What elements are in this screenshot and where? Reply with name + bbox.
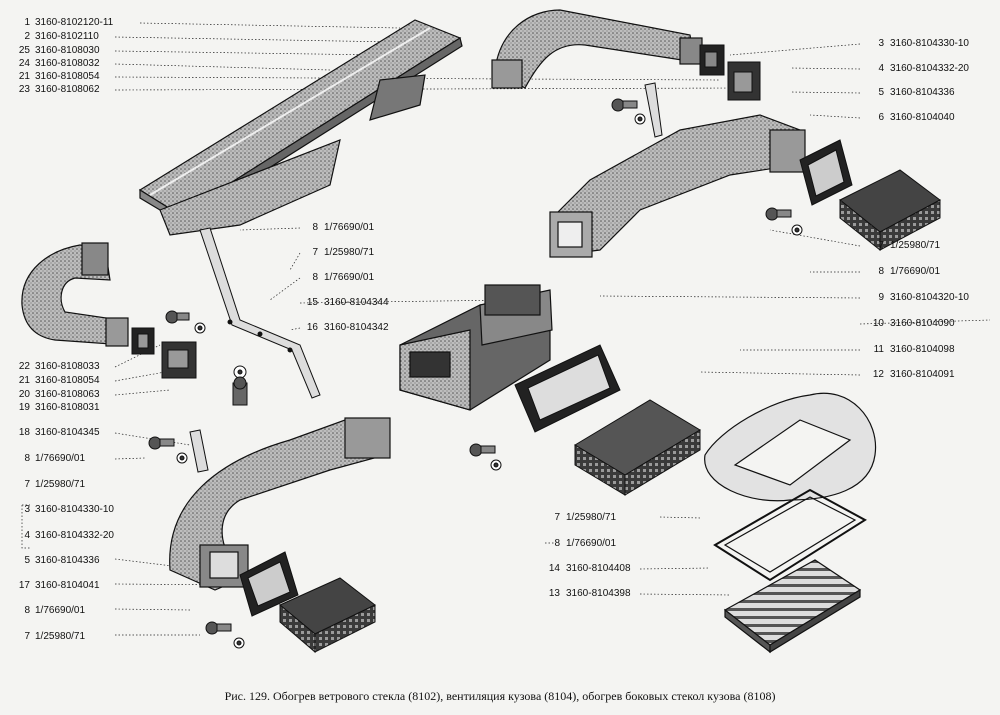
seal-21-left	[131, 327, 155, 355]
bracket-18	[189, 429, 209, 473]
screw-right-top	[611, 98, 646, 125]
screw-center-low	[469, 443, 502, 471]
center-air-box-9	[399, 284, 553, 411]
upper-right-duct-3	[491, 9, 703, 89]
seal-5	[727, 61, 761, 101]
seal-20-left	[161, 341, 197, 379]
right-duct-6	[549, 114, 806, 258]
figure-caption: Рис. 129. Обогрев ветрового стекла (8102…	[224, 689, 776, 703]
vent-grille-center-11	[574, 399, 701, 496]
screw-left-top	[165, 310, 206, 334]
windshield-defroster-duct	[138, 19, 463, 236]
leader-lines	[21, 22, 991, 636]
bracket-16	[199, 227, 321, 399]
left-side-duct-22	[21, 242, 129, 347]
gasket-10	[514, 344, 621, 433]
lower-left-duct-17	[169, 417, 391, 591]
screw-center	[232, 365, 248, 406]
seal-4	[699, 44, 725, 76]
grille-frame-right	[799, 139, 853, 206]
roof-seal-12	[704, 392, 877, 502]
screw-right-mid	[765, 207, 803, 236]
frame-14	[713, 488, 867, 582]
screw-left-mid	[148, 436, 188, 464]
vent-grille-left	[279, 577, 376, 654]
grille-frame-left	[239, 551, 299, 617]
bracket-6a	[644, 82, 663, 138]
roof-grille-13	[723, 559, 862, 654]
vent-grille-right	[839, 169, 941, 252]
screw-left-low	[205, 621, 245, 649]
